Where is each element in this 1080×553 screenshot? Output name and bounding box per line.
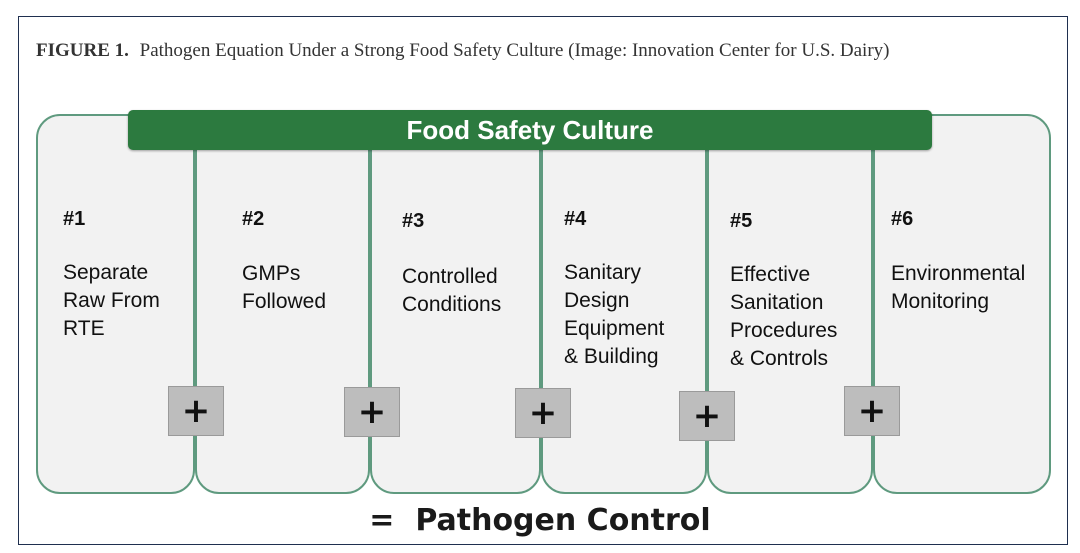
panel-text: Separate Raw From RTE	[63, 261, 160, 340]
panel-text: Controlled Conditions	[402, 265, 502, 316]
panel-number: #2	[242, 208, 265, 230]
panel-number: #1	[63, 208, 86, 230]
panel-2: #2 GMPs Followed	[195, 114, 370, 494]
panel-number: #6	[891, 208, 914, 230]
panel-text: GMPs Followed	[242, 262, 327, 313]
panel-text: Effective Sanitation Procedures & Contro…	[730, 263, 838, 370]
panel-number: #4	[564, 208, 587, 230]
panel-6: #6 Environmental Monitoring	[873, 114, 1051, 494]
plus-icon: +	[857, 391, 887, 431]
figure-caption-text: Pathogen Equation Under a Strong Food Sa…	[139, 40, 890, 61]
panel-1: #1 Separate Raw From RTE	[36, 114, 195, 494]
plus-operator: +	[168, 386, 224, 436]
panel-number: #5	[730, 210, 753, 232]
plus-operator: +	[679, 391, 735, 441]
plus-icon: +	[692, 396, 722, 436]
panel-number: #3	[402, 210, 425, 232]
plus-operator: +	[344, 387, 400, 437]
plus-icon: +	[357, 392, 387, 432]
plus-icon: +	[528, 393, 558, 433]
figure-label: FIGURE 1.	[36, 40, 129, 61]
food-safety-culture-banner: Food Safety Culture	[128, 110, 932, 150]
panel-text: Environmental Monitoring	[891, 262, 1026, 313]
plus-icon: +	[181, 391, 211, 431]
panel-text: Sanitary Design Equipment & Building	[564, 261, 665, 368]
plus-operator: +	[844, 386, 900, 436]
figure-caption: FIGURE 1. Pathogen Equation Under a Stro…	[36, 40, 889, 62]
plus-operator: +	[515, 388, 571, 438]
pathogen-control-result: = Pathogen Control	[369, 503, 711, 538]
